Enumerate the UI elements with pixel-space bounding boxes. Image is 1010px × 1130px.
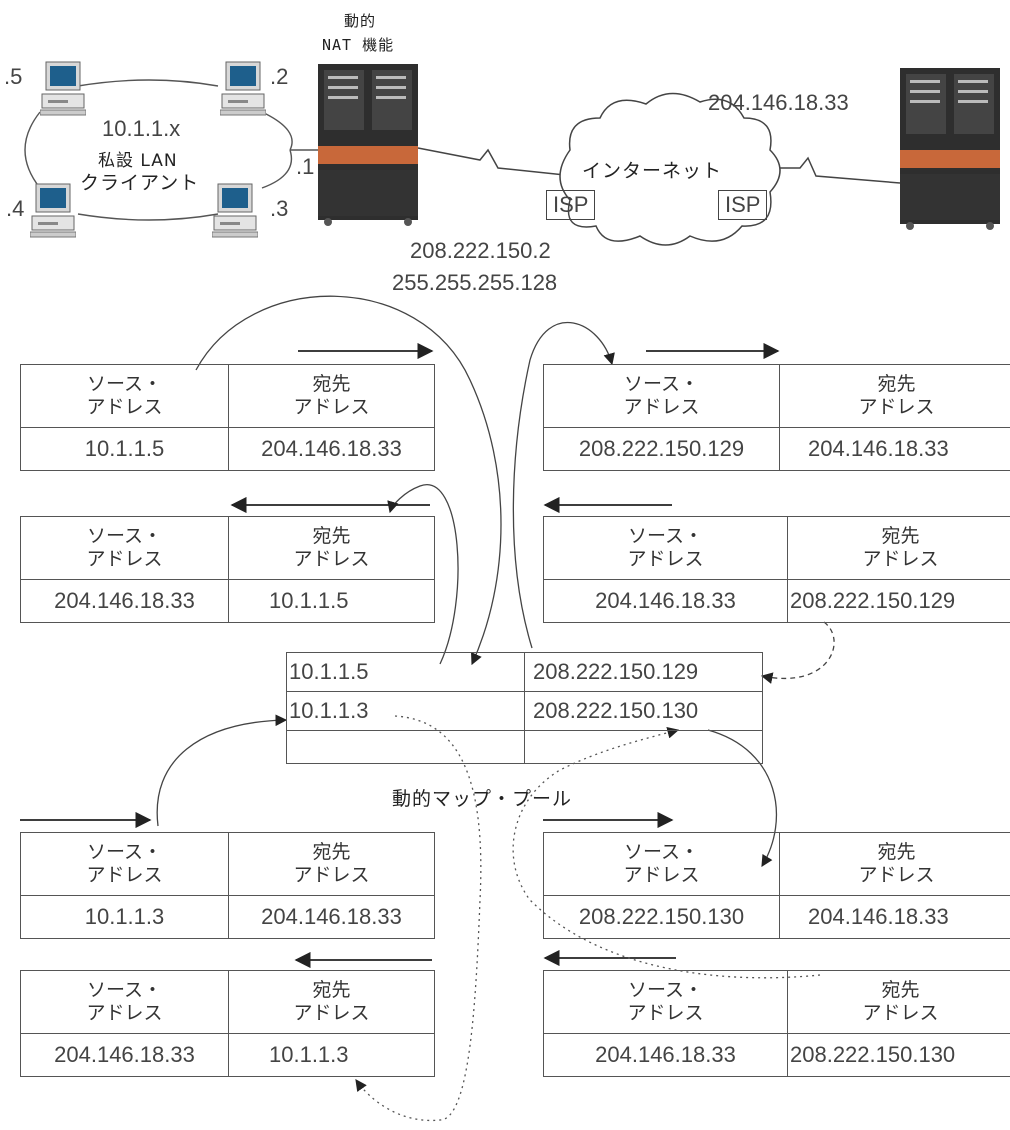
dest-address-header: 宛先アドレス	[788, 517, 1010, 580]
internet-to-server-link	[760, 158, 900, 183]
pool-row	[287, 731, 763, 764]
lan-link-top	[78, 80, 218, 86]
host-suffix-label: .4	[6, 196, 24, 222]
packet-inbound-private-2: ソース・アドレス 宛先アドレス 204.146.18.33 10.1.1.3	[20, 970, 435, 1077]
pool-private-address: 10.1.1.3	[287, 692, 525, 731]
dest-address-header: 宛先アドレス	[788, 971, 1010, 1034]
dest-address-header: 宛先アドレス	[780, 833, 1010, 896]
server-tower-icon	[318, 64, 418, 226]
flow-lookup-inbound-1	[762, 622, 834, 678]
source-address-value: 204.146.18.33	[544, 1034, 788, 1077]
packet-inbound-public-2: ソース・アドレス 宛先アドレス 204.146.18.33 208.222.15…	[543, 970, 1010, 1077]
lan-link-bottom	[78, 214, 218, 220]
isp-right-box: ISP	[718, 190, 767, 220]
source-address-value: 204.146.18.33	[544, 580, 788, 623]
source-address-header: ソース・アドレス	[544, 365, 780, 428]
pool-row: 10.1.1.3 208.222.150.130	[287, 692, 763, 731]
source-address-value: 204.146.18.33	[21, 580, 229, 623]
lan-clients-label: クライアント	[80, 168, 199, 195]
desktop-computer-icon	[30, 182, 76, 238]
pool-public-address	[525, 731, 763, 764]
lan-subnet-label: 10.1.1.x	[102, 116, 180, 142]
source-address-value: 208.222.150.130	[544, 896, 780, 939]
source-address-header: ソース・アドレス	[21, 517, 229, 580]
flow-lookup-outbound-2	[157, 720, 286, 826]
nat-title-line1: 動的	[344, 10, 376, 31]
source-address-value: 204.146.18.33	[21, 1034, 229, 1077]
dest-address-value: 10.1.1.3	[229, 1034, 435, 1077]
dest-address-value: 204.146.18.33	[780, 428, 1010, 471]
source-address-header: ソース・アドレス	[544, 517, 788, 580]
internet-label: インターネット	[582, 156, 722, 183]
public-ip-label: 208.222.150.2	[410, 238, 551, 264]
dest-address-header: 宛先アドレス	[229, 517, 435, 580]
server-tower-icon	[900, 68, 1000, 230]
dest-address-value: 204.146.18.33	[780, 896, 1010, 939]
desktop-computer-icon	[212, 182, 258, 238]
packet-outbound-private-1: ソース・アドレス 宛先アドレス 10.1.1.5 204.146.18.33	[20, 364, 435, 471]
pool-public-address: 208.222.150.130	[525, 692, 763, 731]
lan-link-right-lower	[262, 150, 291, 188]
packet-inbound-public-1: ソース・アドレス 宛先アドレス 204.146.18.33 208.222.15…	[543, 516, 1010, 623]
host-suffix-label: .3	[270, 196, 288, 222]
host-suffix-label: .2	[270, 64, 288, 90]
remote-server	[900, 68, 1000, 235]
pool-private-address: 10.1.1.5	[287, 653, 525, 692]
client-pc-5	[40, 60, 86, 121]
router-suffix-label: .1	[296, 154, 314, 180]
source-address-header: ソース・アドレス	[21, 971, 229, 1034]
pool-public-address: 208.222.150.129	[525, 653, 763, 692]
source-address-value: 208.222.150.129	[544, 428, 780, 471]
source-address-value: 10.1.1.5	[21, 428, 229, 471]
source-address-header: ソース・アドレス	[21, 833, 229, 896]
nat-to-internet-link	[418, 148, 565, 175]
packet-outbound-public-1: ソース・アドレス 宛先アドレス 208.222.150.129 204.146.…	[543, 364, 1010, 471]
client-pc-2	[220, 60, 266, 121]
host-suffix-label: .5	[4, 64, 22, 90]
lan-link-left	[25, 112, 40, 188]
pool-label: 動的マップ・プール	[392, 784, 572, 811]
dest-address-header: 宛先アドレス	[229, 971, 435, 1034]
public-mask-label: 255.255.255.128	[392, 270, 557, 296]
dest-address-value: 208.222.150.129	[788, 580, 1010, 623]
dest-address-value: 204.146.18.33	[229, 428, 435, 471]
source-address-header: ソース・アドレス	[544, 833, 780, 896]
remote-ip-label: 204.146.18.33	[708, 90, 849, 116]
packet-outbound-private-2: ソース・アドレス 宛先アドレス 10.1.1.3 204.146.18.33	[20, 832, 435, 939]
client-pc-3	[212, 182, 258, 243]
source-address-header: ソース・アドレス	[21, 365, 229, 428]
pool-private-address	[287, 731, 525, 764]
pool-row: 10.1.1.5 208.222.150.129	[287, 653, 763, 692]
dest-address-value: 204.146.18.33	[229, 896, 435, 939]
dest-address-value: 10.1.1.5	[229, 580, 435, 623]
dest-address-header: 宛先アドレス	[229, 833, 435, 896]
nat-server	[318, 64, 418, 231]
desktop-computer-icon	[40, 60, 86, 116]
isp-left-box: ISP	[546, 190, 595, 220]
dest-address-header: 宛先アドレス	[780, 365, 1010, 428]
dest-address-value: 208.222.150.130	[788, 1034, 1010, 1077]
nat-title-line2: NAT 機能	[322, 34, 394, 55]
lan-link-right	[262, 112, 292, 150]
packet-outbound-public-2: ソース・アドレス 宛先アドレス 208.222.150.130 204.146.…	[543, 832, 1010, 939]
dest-address-header: 宛先アドレス	[229, 365, 435, 428]
desktop-computer-icon	[220, 60, 266, 116]
source-address-header: ソース・アドレス	[544, 971, 788, 1034]
packet-inbound-private-1: ソース・アドレス 宛先アドレス 204.146.18.33 10.1.1.5	[20, 516, 435, 623]
client-pc-4	[30, 182, 76, 243]
source-address-value: 10.1.1.3	[21, 896, 229, 939]
dynamic-map-pool: 10.1.1.5 208.222.150.129 10.1.1.3 208.22…	[286, 652, 763, 764]
